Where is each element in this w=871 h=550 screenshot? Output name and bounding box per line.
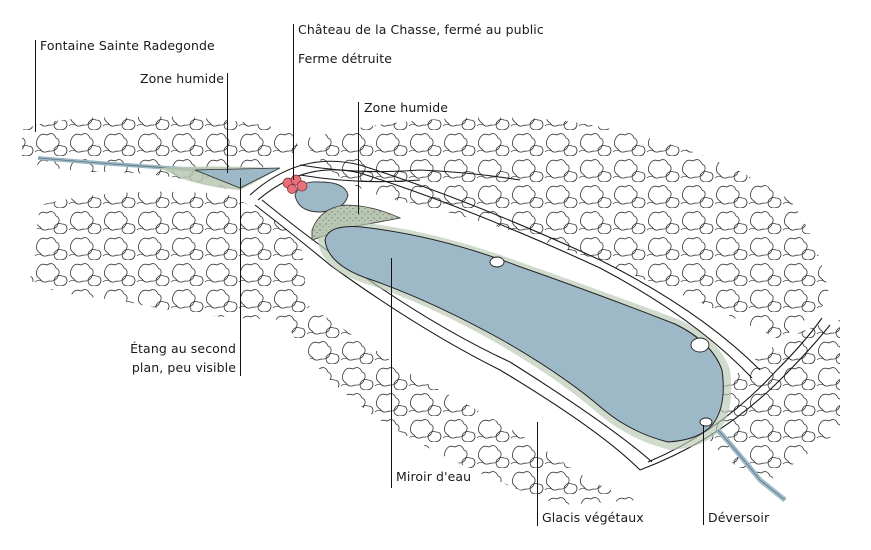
- label-miroir: Miroir d'eau: [396, 469, 472, 484]
- vegetation-bottom: [290, 300, 640, 505]
- chateau-building: [282, 174, 308, 194]
- leader-etang: [240, 178, 242, 376]
- vegetation-masses: [22, 116, 840, 505]
- structure-north: [489, 256, 505, 268]
- leader-deversoir: [703, 425, 705, 525]
- label-chateau: Château de la Chasse, fermé au public: [298, 22, 544, 37]
- label-etang-line2: plan, peu visible: [131, 360, 236, 375]
- label-etang-line1: Étang au second: [130, 341, 236, 356]
- leader-zone-humide-1: [227, 73, 229, 173]
- leader-glacis: [537, 422, 539, 526]
- label-deversoir: Déversoir: [708, 510, 770, 525]
- lake-main: [324, 226, 724, 443]
- label-glacis: Glacis végétaux: [542, 510, 644, 525]
- label-zone-humide-2: Zone humide: [364, 100, 449, 115]
- leader-miroir: [391, 258, 393, 488]
- leader-zone-humide-2: [358, 102, 360, 214]
- leader-chateau: [293, 24, 295, 180]
- leader-fontaine: [35, 40, 37, 132]
- pond-chateau: [294, 181, 349, 213]
- label-fontaine: Fontaine Sainte Radegonde: [40, 38, 215, 53]
- vegetation-left-lower: [30, 191, 305, 320]
- vegetation-right: [710, 320, 840, 480]
- label-zone-humide-1: Zone humide: [140, 71, 225, 86]
- structure-east: [690, 337, 710, 353]
- roads: [249, 160, 831, 471]
- label-ferme: Ferme détruite: [298, 51, 393, 66]
- deversoir-structure: [699, 417, 713, 427]
- vegetation-top-ridge: [300, 117, 830, 340]
